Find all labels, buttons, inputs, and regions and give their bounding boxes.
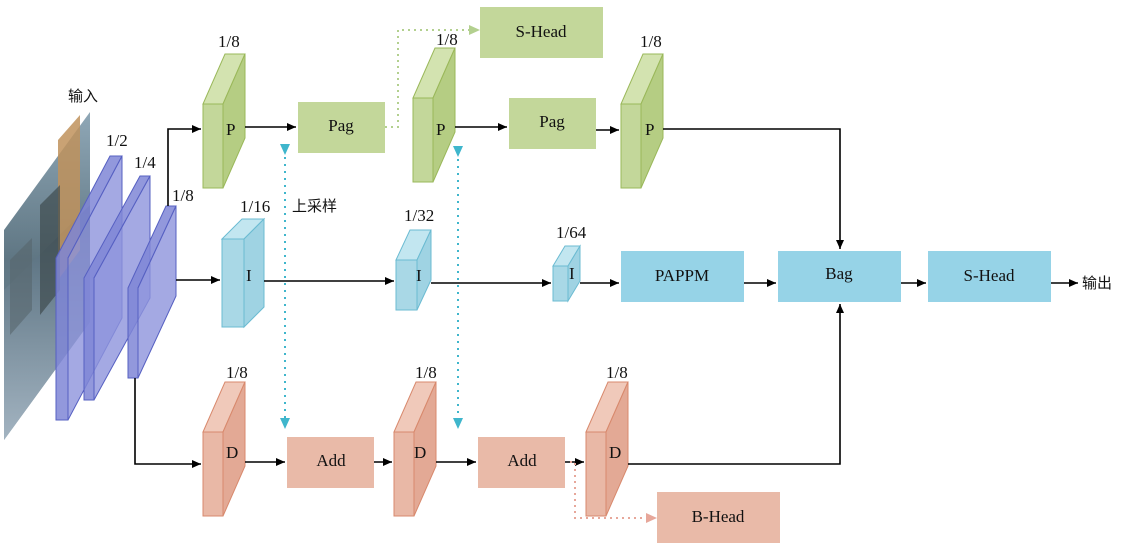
- d-block-1-label: D: [226, 443, 238, 462]
- i-block-3-scale: 1/64: [556, 223, 587, 242]
- dotted-pag1-to-p2: [385, 25, 480, 128]
- d-block-3-scale: 1/8: [606, 363, 628, 382]
- s-head-top-label: S-Head: [516, 22, 567, 41]
- add-box-1-label: Add: [316, 451, 346, 470]
- b-head-box: [657, 492, 780, 543]
- i-block-3: [552, 244, 581, 303]
- p-block-2-label: P: [436, 120, 445, 139]
- pappm-label: PAPPM: [655, 266, 709, 285]
- p-block-3: [620, 53, 664, 189]
- arrow-d3-to-bag: [628, 304, 844, 465]
- i-block-1-label: I: [246, 266, 252, 285]
- d-block-2-label: D: [414, 443, 426, 462]
- b-head-label: B-Head: [692, 507, 745, 526]
- p-block-2-scale: 1/8: [436, 30, 458, 49]
- bag-label: Bag: [825, 264, 853, 283]
- input-label: 输入: [68, 87, 98, 105]
- d-block-1: [202, 381, 246, 517]
- pappm-box: [621, 251, 744, 302]
- pag-box-1: [298, 102, 385, 153]
- arrow-p3-to-bag: [663, 128, 844, 249]
- i-block-1-scale: 1/16: [240, 197, 270, 216]
- pag-box-2: [509, 98, 596, 149]
- add-box-2-label: Add: [507, 451, 537, 470]
- backbone-scale-1-2: 1/2: [106, 131, 128, 150]
- output-label: 输出: [1082, 274, 1112, 292]
- d-block-3-label: D: [609, 443, 621, 462]
- input-image: [4, 112, 90, 440]
- s-head-top-box: [480, 7, 603, 58]
- i-block-2-scale: 1/32: [404, 206, 434, 225]
- i-block-2: [395, 229, 432, 311]
- i-block-3-label: I: [569, 264, 575, 283]
- arrow-backbone-to-d1: [134, 378, 201, 468]
- pag-box-1-label: Pag: [328, 116, 354, 135]
- p-block-3-label: P: [645, 120, 654, 139]
- bag-box: [778, 251, 901, 302]
- s-head-main-label: S-Head: [964, 266, 1015, 285]
- p-block-3-scale: 1/8: [640, 32, 662, 51]
- p-block-1-label: P: [226, 120, 235, 139]
- p-block-2: [412, 47, 456, 183]
- pag-box-2-label: Pag: [539, 112, 565, 131]
- p-block-1-scale: 1/8: [218, 32, 240, 51]
- arrow-backbone-to-p1: [167, 125, 201, 206]
- add-box-1: [287, 437, 374, 488]
- i-block-1: [220, 217, 266, 329]
- add-box-2: [478, 437, 565, 488]
- p-block-1: [202, 53, 246, 189]
- backbone-scale-1-4: 1/4: [134, 153, 156, 172]
- d-block-2: [393, 381, 437, 517]
- s-head-main-box: [928, 251, 1051, 302]
- upsample-label: 上采样: [292, 197, 337, 215]
- backbone-feature-maps: [55, 155, 177, 421]
- backbone-scale-1-8: 1/8: [172, 186, 194, 205]
- d-block-3: [585, 381, 629, 517]
- i-block-2-label: I: [416, 266, 422, 285]
- d-block-2-scale: 1/8: [415, 363, 437, 382]
- d-block-1-scale: 1/8: [226, 363, 248, 382]
